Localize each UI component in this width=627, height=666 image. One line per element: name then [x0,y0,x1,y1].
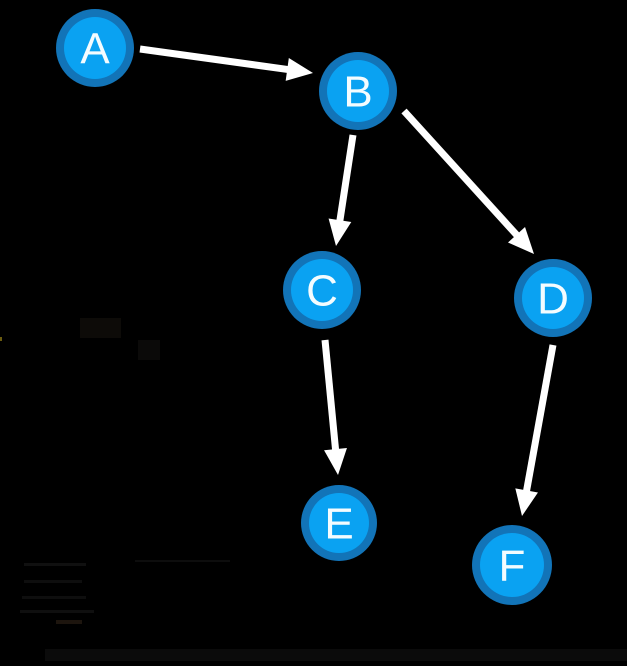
edge-line [321,339,340,452]
edge-line [522,344,557,494]
node-label: E [324,500,353,549]
arrowhead-icon [328,218,352,246]
arrowhead-icon [508,227,534,254]
faint-artifact [80,318,121,338]
node-F[interactable]: F [472,525,552,605]
node-body [291,259,353,321]
edge-B-C [328,134,357,246]
edge-line [401,108,521,239]
edge-B-D [401,108,534,254]
edge-A-B [139,45,313,81]
node-label: F [499,542,526,591]
node-label: C [306,267,338,316]
node-body [327,60,389,122]
node-E[interactable]: E [301,485,377,561]
arrowhead-icon [515,488,538,516]
node-C[interactable]: C [283,251,361,329]
node-A[interactable]: A [56,9,134,87]
node-body [309,493,369,553]
edge-D-F [515,344,557,516]
node-label: A [80,25,110,74]
faint-artifact [0,337,2,341]
node-body [64,17,126,79]
node-label: D [537,275,569,324]
arrowhead-icon [324,448,347,475]
node-body [480,533,544,597]
faint-artifact [20,610,94,613]
node-D[interactable]: D [514,259,592,337]
faint-artifact [24,563,86,566]
node-B[interactable]: B [319,52,397,130]
edge-C-E [321,339,347,475]
faint-artifact [56,620,82,624]
faint-artifact [135,560,230,562]
node-label: B [343,68,372,117]
faint-artifact [22,596,86,599]
faint-artifact [24,580,82,583]
faint-artifact [45,649,627,661]
faint-artifact [138,340,160,360]
edge-line [139,45,290,74]
node-body [522,267,584,329]
arrowhead-icon [285,58,313,81]
edge-line [336,134,357,223]
